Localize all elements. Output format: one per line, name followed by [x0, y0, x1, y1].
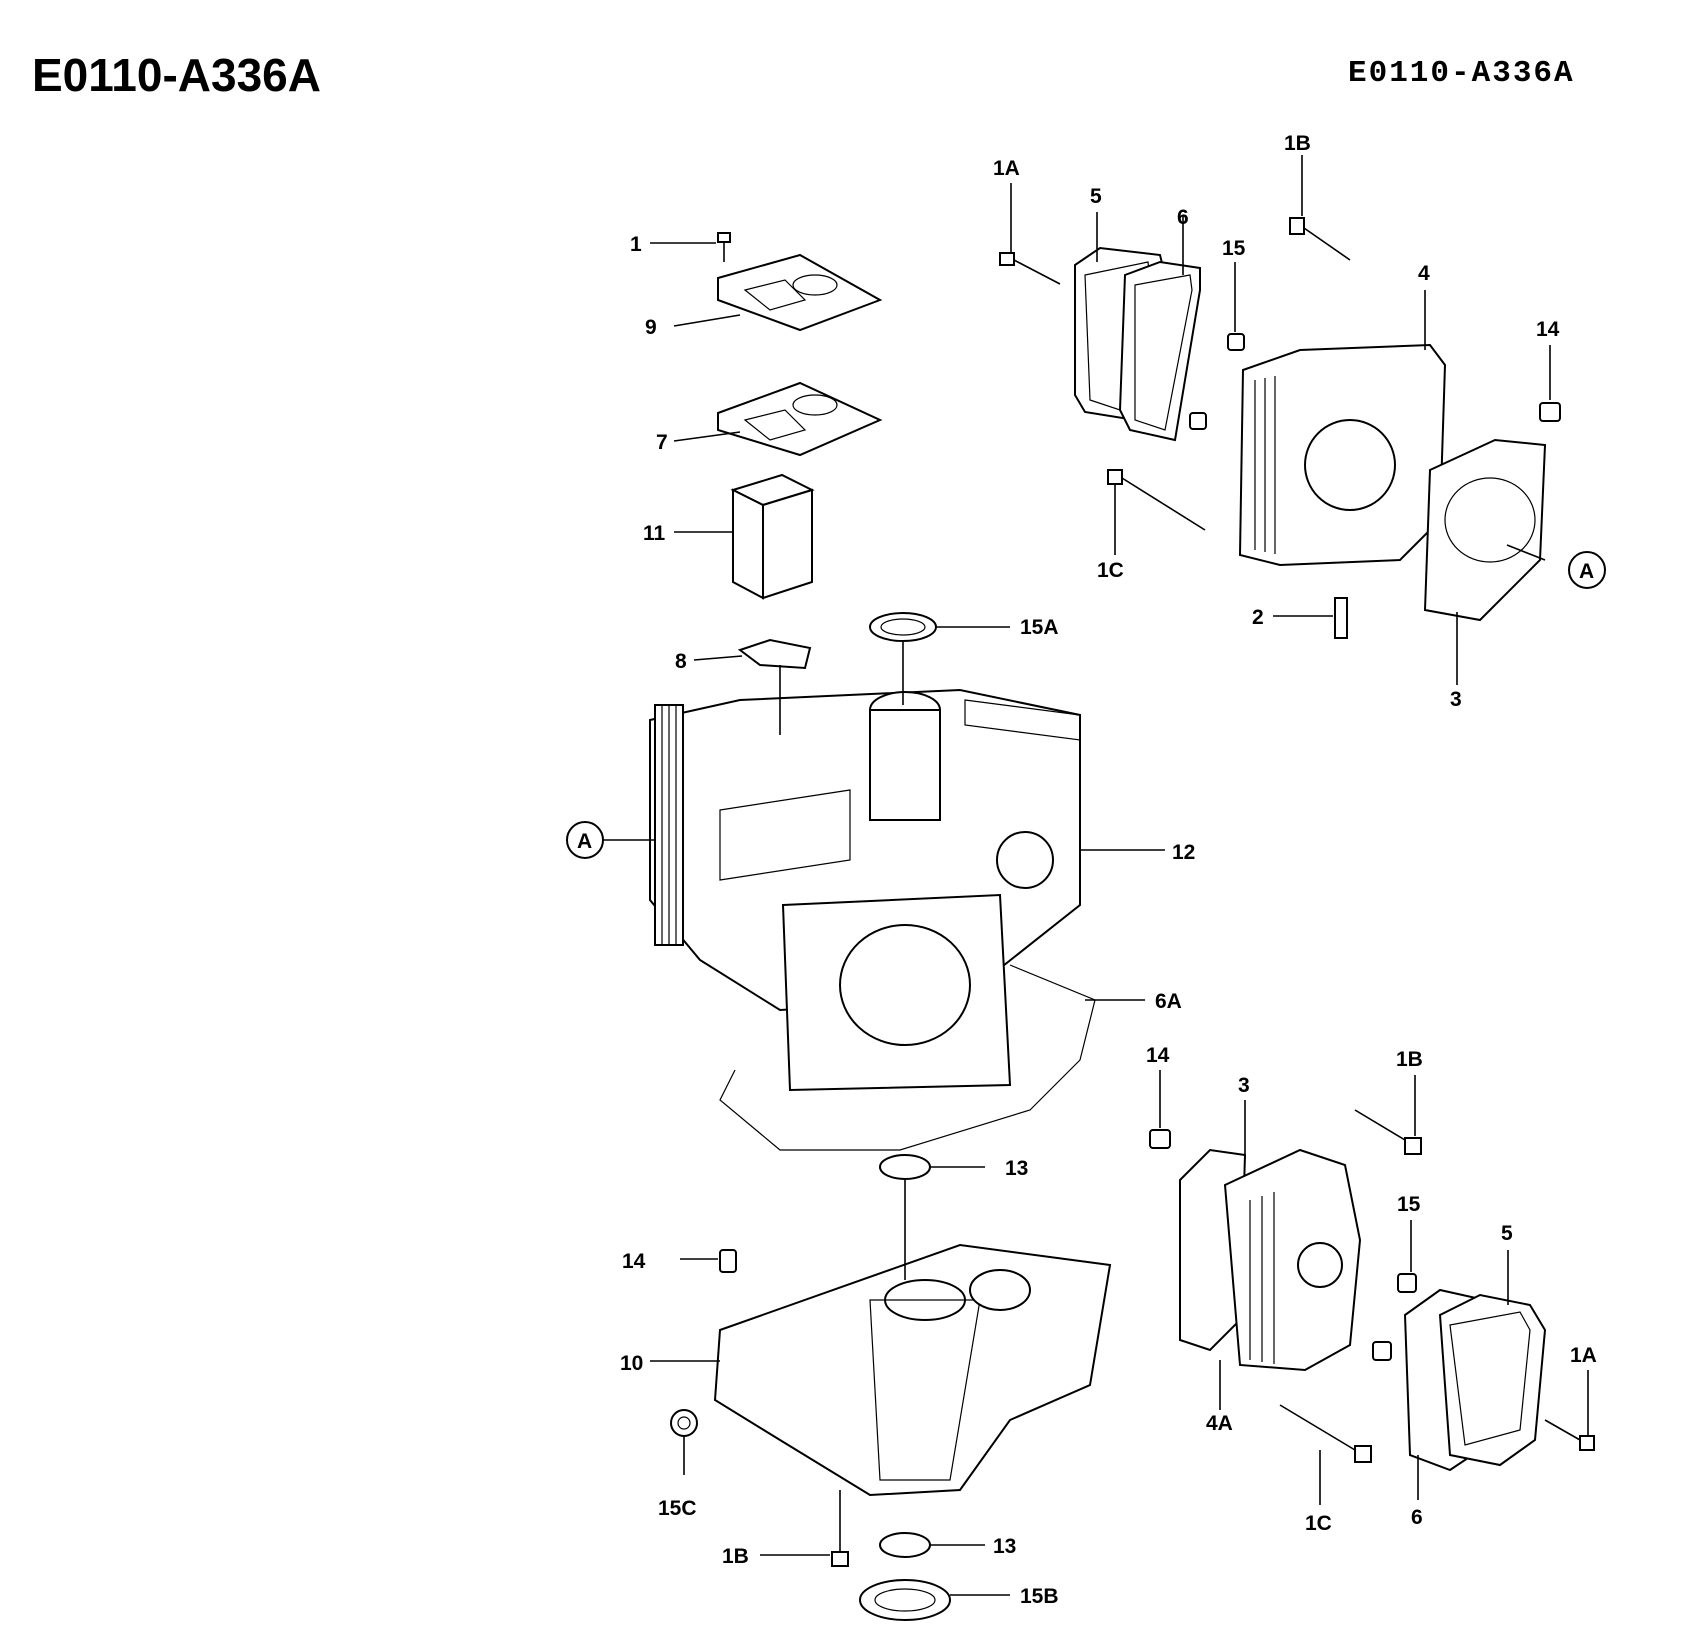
bolt-1A-top: [999, 252, 1061, 285]
marker-a-right-label: A: [1579, 560, 1594, 583]
callout-1B-bottom: 1B: [722, 1545, 749, 1568]
crankcase-gasket-6A: [719, 964, 1096, 1151]
head-gasket-3-top: [1423, 438, 1547, 622]
callout-15A: 15A: [1020, 616, 1059, 639]
callout-1A-bottom: 1A: [1570, 1344, 1597, 1367]
plug-15-mid: [1372, 1273, 1417, 1361]
callout-12: 12: [1172, 841, 1195, 864]
callout-1C-bottom: 1C: [1305, 1512, 1332, 1535]
diagram-code: E0110-A336A: [1348, 56, 1575, 91]
bolt-1B-mid: [1354, 1109, 1422, 1155]
callout-3-mid: 3: [1238, 1074, 1250, 1097]
callout-1B-mid: 1B: [1396, 1048, 1423, 1071]
plug-15-top: [1189, 333, 1245, 430]
leader-lines: [603, 155, 1589, 1596]
dowel-14-bottom: [719, 1249, 737, 1273]
oil-seal-15C: [670, 1409, 698, 1437]
breather-gasket-7: [717, 381, 883, 457]
bolt-1: [717, 232, 731, 262]
callout-14-bottom: 14: [622, 1250, 646, 1273]
bolt-1B-top: [1289, 217, 1351, 261]
callout-2: 2: [1252, 606, 1264, 629]
callout-5-bottom: 5: [1501, 1222, 1513, 1245]
marker-a-left-label: A: [577, 830, 592, 853]
callout-11: 11: [643, 522, 666, 545]
oring-13-bottom: [879, 1532, 931, 1558]
callout-1: 1: [630, 233, 642, 256]
page-title: E0110-A336A: [32, 49, 321, 101]
callout-15C: 15C: [658, 1497, 697, 1520]
callout-9: 9: [645, 316, 657, 339]
stud-2: [1334, 597, 1348, 639]
filter-element-11: [730, 473, 815, 600]
dowel-14-top: [1539, 402, 1561, 422]
callout-15B: 15B: [1020, 1585, 1059, 1608]
crankcase-12: [649, 688, 1081, 1092]
dowel-14-mid: [1149, 1129, 1171, 1149]
rocker-gasket-6-top: [1118, 260, 1201, 442]
callout-14-top: 14: [1536, 318, 1560, 341]
plate-8: [737, 638, 812, 670]
cylinder-head-4A: [1223, 1148, 1362, 1372]
callout-3-top: 3: [1450, 688, 1462, 711]
bolt-1B-bottom: [831, 1490, 849, 1567]
callout-6-bottom: 6: [1411, 1506, 1423, 1529]
callout-labels: 1 9 7 11 8 15A 12 6A 13 14 10 15C 1B 13 …: [620, 132, 1597, 1608]
bolt-1C-top: [1107, 469, 1206, 531]
callout-10: 10: [620, 1352, 643, 1375]
callout-6-top: 6: [1177, 206, 1189, 229]
callout-4: 4: [1418, 262, 1430, 285]
reference-marker-a-right: A: [1568, 551, 1606, 589]
callout-4A: 4A: [1206, 1412, 1233, 1435]
bolt-1C-bottom: [1279, 1404, 1372, 1463]
reference-marker-a-left: A: [566, 821, 604, 859]
callout-1A-top: 1A: [993, 157, 1020, 180]
callout-8: 8: [675, 650, 687, 673]
oring-13-top: [879, 1154, 931, 1180]
callout-1C-top: 1C: [1097, 559, 1124, 582]
cylinder-head-4: [1238, 343, 1447, 567]
oil-seal-15B: [859, 1579, 951, 1621]
callout-1B-top: 1B: [1284, 132, 1311, 155]
callout-7: 7: [656, 431, 668, 454]
callout-6A: 6A: [1155, 990, 1182, 1013]
oil-seal-15A: [869, 612, 937, 642]
breather-cover-9: [717, 253, 883, 332]
rocker-cover-5-bottom: [1438, 1293, 1547, 1467]
oil-pan-10: [713, 1243, 1112, 1497]
callout-5-top: 5: [1090, 185, 1102, 208]
callout-14-mid: 14: [1146, 1044, 1170, 1067]
callout-13-top: 13: [1005, 1157, 1028, 1180]
callout-15-mid: 15: [1397, 1193, 1421, 1216]
bolt-1A-bottom: [1544, 1419, 1595, 1451]
callout-13-bottom: 13: [993, 1535, 1016, 1558]
callout-15-top: 15: [1222, 237, 1246, 260]
